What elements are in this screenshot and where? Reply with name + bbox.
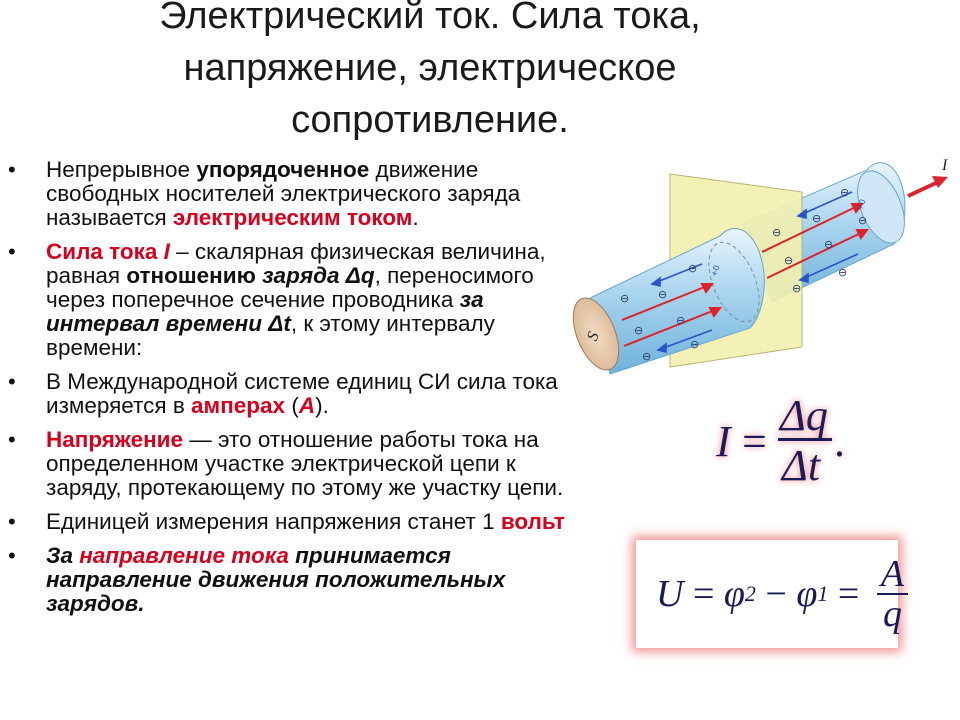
formula2-equals-2: = — [828, 573, 869, 615]
bullet-red-symbol: I — [163, 239, 170, 264]
formula2-minus: − — [755, 573, 797, 615]
cylinder-cross-section-ring — [708, 241, 760, 323]
formula1-fraction-bar — [778, 438, 832, 441]
bullet-red-symbol: А — [298, 393, 316, 418]
electron: ⊖ — [824, 238, 833, 251]
bullet-bold-text: упорядоченное — [196, 157, 370, 182]
bullet-text: движение свободных носителей электрическ… — [46, 157, 521, 230]
bullet-dot: • — [8, 239, 16, 264]
bullet-red-term: Сила тока — [46, 239, 164, 264]
bullet-item-current-definition: • Непрерывное упорядоченное движение сво… — [8, 158, 568, 230]
bullet-text: , к этому интервалу времени: — [46, 311, 495, 360]
bullet-dot: • — [8, 427, 16, 452]
bullet-red-term: вольт — [500, 509, 565, 534]
ions-label-front: +0 — [709, 264, 721, 278]
formula1-equals: = — [742, 417, 767, 466]
bullet-dot: • — [8, 157, 16, 182]
bullet-item-si-units: • В Международной системе единиц СИ сила… — [8, 370, 568, 418]
electron: ⊖ — [658, 288, 667, 301]
formula2-phi1: φ — [796, 573, 818, 615]
electron: ⊖ — [838, 266, 847, 279]
title-line-3: сопротивление. — [291, 99, 569, 141]
cylinder-front-end — [572, 297, 620, 371]
electron: ⊖ — [784, 254, 793, 267]
bullet-bold-italic-text: за интервал времени Δt — [46, 287, 484, 336]
electron: ⊖ — [620, 292, 629, 305]
bullet-bold-italic-text: принимается направление движения положит… — [46, 543, 506, 616]
formula1-denominator: Δt — [780, 441, 822, 490]
bullet-text: В Международной системе единиц СИ сила т… — [46, 369, 558, 418]
electron-arrows — [650, 191, 859, 354]
title-line-2: напряжение, электрическое — [183, 47, 677, 89]
cylinder-back-end — [857, 170, 905, 244]
bullet-red-term: электрическим током — [172, 205, 413, 230]
electron: ⊖ — [642, 350, 651, 363]
bullet-text: – скалярная физическая величина, равная — [46, 239, 546, 288]
formula2-equals: = — [683, 573, 724, 615]
electron: ⊖ — [634, 324, 643, 337]
slide-title: Электрический ток. Сила тока, напряжение… — [60, 0, 800, 146]
current-arrows — [621, 203, 869, 347]
bullet-text: Единицей измерения напряжения станет 1 — [46, 509, 501, 534]
bullet-red-term: амперах — [191, 393, 286, 418]
formula2-denominator: q — [882, 593, 902, 635]
bullet-text: ( — [285, 393, 299, 418]
ions-label-back: +0 — [855, 198, 867, 212]
formula2-fraction: A q — [876, 555, 909, 635]
conductor-illustration: S ⊖ ⊖ ⊖ ⊖ ⊖ ⊖ ⊖ ⊖ ⊖ ⊖ ⊖ ⊖ ⊖ ⊖ ⊖ +0 +0 I — [572, 157, 948, 375]
electron: ⊖ — [688, 262, 697, 275]
bullet-item-current-strength: • Сила тока I – скалярная физическая вел… — [8, 240, 568, 360]
title-line-1: Электрический ток. Сила тока, — [159, 0, 701, 37]
bullet-dot: • — [8, 369, 16, 394]
formula2-sub2: 2 — [744, 581, 756, 606]
bullet-text: Непрерывное — [46, 157, 197, 182]
current-direction-arrow — [907, 176, 948, 198]
formula2-lhs: U — [656, 573, 684, 615]
formula2-numerator: A — [876, 555, 909, 595]
current-formula: I = Δq Δt . — [715, 391, 845, 490]
electrons: ⊖ ⊖ ⊖ ⊖ ⊖ ⊖ ⊖ ⊖ ⊖ ⊖ ⊖ ⊖ ⊖ ⊖ ⊖ — [620, 186, 867, 363]
bullet-bold-text: отношению — [126, 263, 256, 288]
formula1-period: . — [834, 417, 845, 466]
electron: ⊖ — [792, 282, 801, 295]
bullet-item-volt-unit: • Единицей измерения напряжения станет 1… — [8, 510, 568, 534]
bullet-text: ). — [315, 393, 329, 418]
cylinder-front-section — [589, 227, 765, 375]
electron: ⊖ — [840, 186, 849, 199]
bullet-dot: • — [8, 509, 16, 534]
bullet-dot: • — [8, 543, 16, 568]
electron: ⊖ — [858, 214, 867, 227]
bullet-bold-italic-text: заряда Δq — [262, 263, 375, 288]
formula2-sub1: 1 — [817, 581, 829, 606]
bullet-item-current-direction: • За направление тока принимается направ… — [8, 544, 568, 616]
electron: ⊖ — [812, 212, 821, 225]
formula1-lhs: I — [715, 417, 733, 466]
bullet-red-term: Напряжение — [46, 427, 184, 452]
formula1-numerator: Δq — [778, 391, 828, 440]
bullet-text: , переносимого через поперечное сечение … — [46, 263, 534, 312]
bullet-red-term: направление тока — [79, 543, 289, 568]
bullet-text: . — [412, 205, 419, 230]
electron: ⊖ — [676, 314, 685, 327]
electron: ⊖ — [772, 226, 781, 239]
bullet-list: • Непрерывное упорядоченное движение сво… — [8, 158, 568, 626]
bullet-item-voltage: • Напряжение — это отношение работы тока… — [8, 428, 568, 500]
electron: ⊖ — [690, 338, 699, 351]
bullet-text: — это отношение работы тока на определен… — [46, 427, 564, 500]
formula2-phi2: φ — [723, 573, 745, 615]
current-label: I — [941, 157, 948, 174]
bullet-bold-italic-text: За — [46, 543, 80, 568]
